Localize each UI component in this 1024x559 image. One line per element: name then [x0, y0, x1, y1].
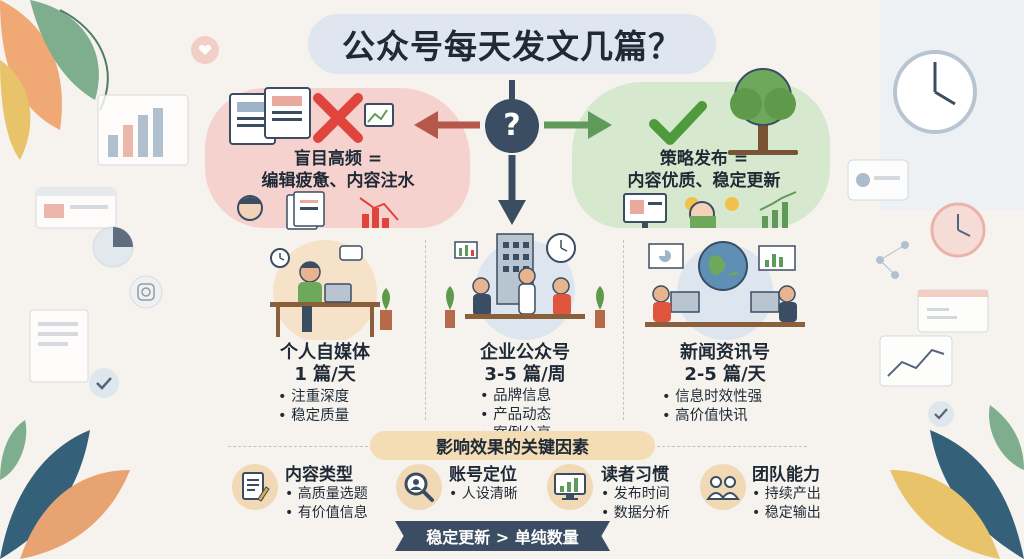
browser-card-icon — [35, 187, 117, 229]
check-circle-icon — [928, 401, 954, 427]
strategic-publish-line2: 内容优质、稳定更新 — [627, 171, 781, 191]
column-news: 新闻资讯号 2-5 篇/天 信息时效性强 高价值快讯 — [632, 342, 818, 426]
leaves-top-left-icon — [0, 0, 109, 160]
browser-chart-icon — [917, 289, 989, 333]
key-factors-header: 影响效果的关键因素 — [370, 431, 655, 460]
question-circle — [485, 99, 539, 153]
list-item: 数据分析 — [601, 504, 701, 523]
line-chart-card-icon — [879, 335, 953, 387]
list-item: 稳定输出 — [752, 504, 852, 523]
blind-frequency-text: 盲目高频 = 编辑疲惫、内容注水 — [228, 148, 448, 192]
document-edit-icon — [232, 464, 278, 510]
chart-widget-icon — [97, 94, 189, 166]
factors-divider-left — [228, 446, 368, 447]
small-clock-icon — [930, 202, 986, 258]
heart-bubble-icon — [191, 36, 219, 64]
list-item: 高价值快讯 — [662, 407, 818, 426]
cross-icon — [313, 93, 363, 143]
quality-growth-icon — [623, 191, 797, 228]
page-title: 公众号每天发文几篇？ — [308, 14, 716, 74]
decision-arrows — [414, 80, 612, 225]
team-icon — [700, 464, 746, 510]
instagram-icon — [129, 275, 163, 309]
list-item: 持续产出 — [752, 485, 852, 504]
stressed-person-icon — [237, 191, 399, 230]
list-item: 品牌信息 — [480, 387, 615, 406]
document-icon — [29, 309, 89, 383]
personal-name: 个人自媒体 — [280, 342, 370, 363]
factor-content-type: 内容类型 高质量选题 有价值信息 — [285, 460, 395, 523]
list-item: 人设清晰 — [449, 485, 544, 504]
column-personal: 个人自媒体 1 篇/天 注重深度 稳定质量 — [240, 342, 410, 426]
good-arrow-head — [588, 111, 612, 139]
pie-chart-icon — [92, 226, 134, 268]
strategic-publish-text: 策略发布 = 内容优质、稳定更新 — [596, 148, 812, 192]
news-rate: 2-5 篇/天 — [684, 364, 766, 385]
check-badge-icon — [89, 368, 119, 398]
leaves-bottom-right-icon — [890, 405, 1024, 559]
personal-worker-illustration — [270, 240, 392, 340]
leaves-bottom-left-icon — [0, 420, 130, 559]
column-enterprise: 企业公众号 3-5 篇/周 品牌信息 产品动态 案例分享 — [435, 342, 615, 444]
magnifier-person-icon — [396, 464, 442, 510]
factor-account-positioning: 账号定位 人设清晰 — [449, 460, 544, 504]
factor-title: 团队能力 — [752, 465, 820, 485]
list-item: 注重深度 — [278, 388, 410, 407]
overloaded-documents-icon — [229, 87, 394, 145]
list-item: 发布时间 — [601, 485, 701, 504]
blind-frequency-line2: 编辑疲惫、内容注水 — [261, 171, 415, 191]
chart-monitor-icon — [547, 464, 593, 510]
factors-divider-right — [657, 446, 807, 447]
personal-points: 注重深度 稳定质量 — [240, 388, 410, 426]
column-divider-1 — [425, 240, 426, 420]
list-item: 高质量选题 — [285, 485, 395, 504]
enterprise-name: 企业公众号 — [480, 342, 570, 363]
clock-icon — [893, 50, 977, 134]
factor-points: 高质量选题 有价值信息 — [285, 485, 395, 523]
tree-icon — [728, 68, 798, 155]
enterprise-office-illustration — [445, 233, 605, 340]
newsroom-illustration — [645, 241, 805, 340]
factor-points: 持续产出 稳定输出 — [752, 485, 852, 523]
network-icon — [876, 241, 909, 279]
factor-title: 内容类型 — [285, 465, 353, 485]
question-mark: ? — [503, 108, 521, 143]
bad-arrow-head — [414, 111, 438, 139]
factor-reader-habits: 读者习惯 发布时间 数据分析 — [601, 460, 701, 523]
factor-points: 发布时间 数据分析 — [601, 485, 701, 523]
list-item: 稳定质量 — [278, 407, 410, 426]
personal-rate: 1 篇/天 — [294, 364, 356, 385]
strategic-publish-line1: 策略发布 = — [659, 149, 749, 169]
list-item: 有价值信息 — [285, 504, 395, 523]
factor-points: 人设清晰 — [449, 485, 544, 504]
check-icon — [649, 101, 707, 145]
chat-card-icon — [847, 159, 909, 201]
summary-banner: 稳定更新 > 单纯数量 — [395, 521, 610, 551]
factor-title: 账号定位 — [449, 465, 517, 485]
column-divider-2 — [623, 240, 624, 420]
list-item: 信息时效性强 — [662, 388, 818, 407]
blind-frequency-line1: 盲目高频 = — [293, 149, 383, 169]
factor-team-capability: 团队能力 持续产出 稳定输出 — [752, 460, 852, 523]
down-arrow-head — [498, 200, 526, 225]
enterprise-rate: 3-5 篇/周 — [484, 364, 566, 385]
news-name: 新闻资讯号 — [680, 342, 770, 363]
factor-title: 读者习惯 — [601, 465, 669, 485]
news-points: 信息时效性强 高价值快讯 — [632, 388, 818, 426]
list-item: 产品动态 — [480, 406, 615, 425]
